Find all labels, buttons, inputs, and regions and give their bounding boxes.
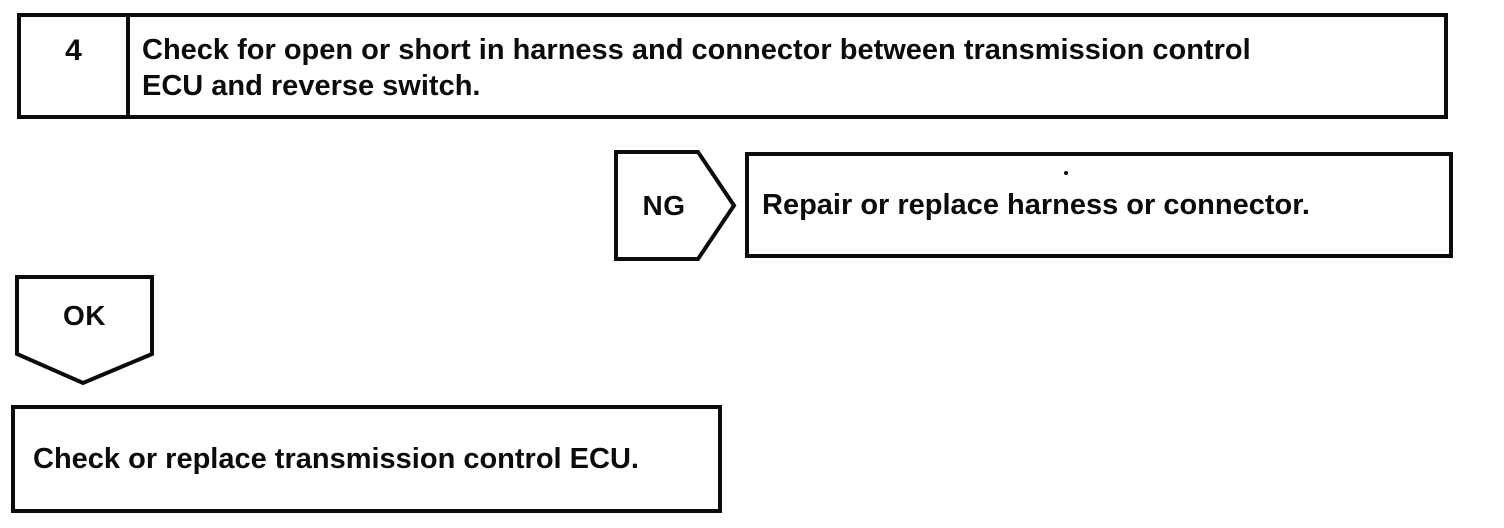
ng-action-text: Repair or replace harness or connector. bbox=[762, 189, 1310, 221]
ok-arrow-shape bbox=[15, 275, 154, 386]
step-instruction-line-2: ECU and reverse switch. bbox=[142, 70, 481, 102]
scan-artifact-dot bbox=[1064, 171, 1068, 175]
ng-arrow-shape bbox=[614, 150, 737, 261]
step-number-cell: 4 bbox=[21, 17, 130, 115]
step-box: 4 Check for open or short in harness and… bbox=[17, 13, 1448, 119]
ok-action-text: Check or replace transmission control EC… bbox=[33, 443, 639, 475]
step-number: 4 bbox=[65, 34, 82, 67]
step-instruction-line-1: Check for open or short in harness and c… bbox=[142, 34, 1251, 66]
step-instruction: Check for open or short in harness and c… bbox=[130, 17, 1444, 115]
ok-connector-label: OK bbox=[63, 300, 106, 331]
ng-action-box: Repair or replace harness or connector. bbox=[745, 152, 1453, 258]
ok-action-box: Check or replace transmission control EC… bbox=[11, 405, 722, 513]
ng-connector-label: NG bbox=[642, 189, 686, 221]
